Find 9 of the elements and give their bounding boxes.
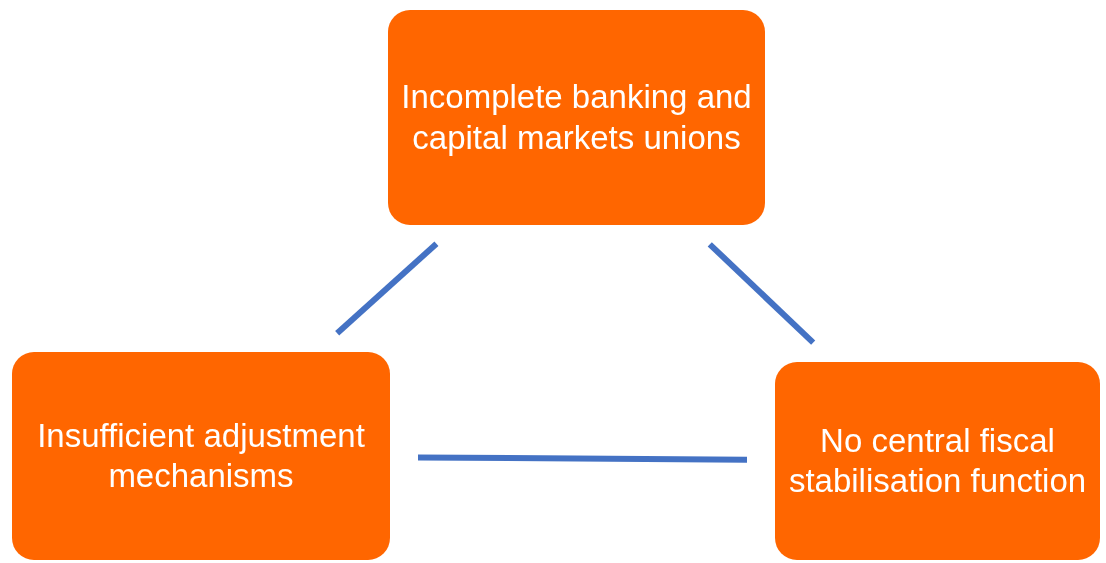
- connector-line: [707, 242, 816, 345]
- box-label: Insufficient adjustment mechanisms: [36, 415, 366, 496]
- box-label: Incomplete banking and capital markets unions: [400, 77, 753, 158]
- rounded-box: [388, 10, 765, 225]
- rounded-box: [775, 362, 1100, 560]
- box-label: No central fiscal stabilisation function: [787, 420, 1088, 501]
- rounded-box: [12, 352, 390, 560]
- connector-line: [417, 454, 748, 463]
- connector-line: [335, 241, 439, 336]
